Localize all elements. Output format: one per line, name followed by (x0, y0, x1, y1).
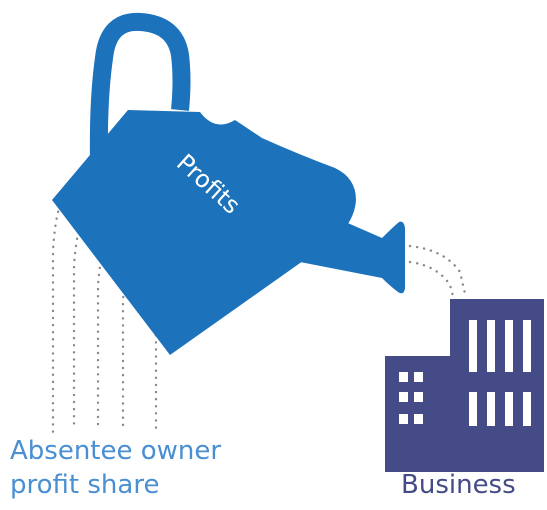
tall-block-windows (469, 320, 531, 426)
window-bottom-2 (487, 392, 495, 426)
window-bottom-4 (523, 392, 531, 426)
spout-stream-2 (408, 260, 456, 302)
window-top-2 (487, 320, 495, 372)
window-sq-4 (414, 392, 423, 402)
window-top-1 (469, 320, 477, 372)
owner-caption-line-2: profit share (10, 470, 160, 500)
window-sq-1 (399, 372, 408, 382)
office-building-icon (385, 299, 544, 472)
window-top-4 (523, 320, 531, 372)
short-block-windows (399, 372, 423, 424)
drop-stream-1 (51, 203, 62, 440)
window-sq-6 (414, 414, 423, 424)
window-top-3 (505, 320, 513, 372)
drop-stream-3 (96, 238, 107, 432)
watering-can-icon: Profits (52, 12, 405, 355)
spout-stream-1 (408, 244, 468, 300)
can-handle (89, 12, 191, 163)
water-drops-spout (408, 244, 468, 302)
window-sq-3 (399, 392, 408, 402)
absentee-owner-caption: Absentee owner profit share (10, 434, 221, 502)
owner-caption-line-1: Absentee owner (10, 436, 222, 466)
can-body (52, 110, 356, 355)
window-bottom-1 (469, 392, 477, 426)
window-sq-5 (399, 414, 408, 424)
window-bottom-3 (505, 392, 513, 426)
window-sq-2 (414, 372, 423, 382)
drop-stream-2 (72, 223, 82, 427)
business-caption: Business (401, 470, 516, 500)
